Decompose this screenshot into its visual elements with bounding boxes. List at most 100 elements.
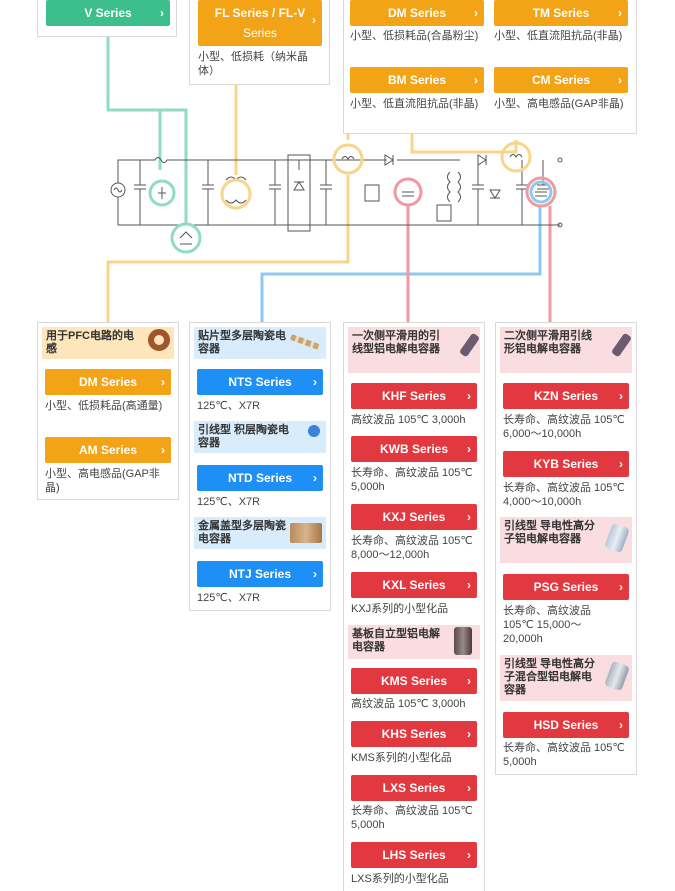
- hsd-series-button[interactable]: HSD Series›: [503, 712, 629, 738]
- primary-header-1: 一次侧平滑用的引线型铝电解电容器: [348, 327, 481, 373]
- chevron-right-icon: ›: [467, 674, 471, 688]
- kwb-series-button[interactable]: KWB Series›: [351, 436, 477, 462]
- lxs-series-button[interactable]: LXS Series›: [351, 775, 477, 801]
- kms-series-button[interactable]: KMS Series ›: [351, 668, 477, 694]
- fl-series-label-1: FL Series / FL-V: [214, 6, 306, 20]
- ceramic-header-3: 金属盖型多层陶瓷电容器: [194, 517, 326, 549]
- ntd-series-desc: 125℃、X7R: [197, 496, 261, 508]
- chevron-right-icon: ›: [313, 375, 317, 389]
- chevron-right-icon: ›: [467, 848, 471, 862]
- polymer-capacitor-icon: [604, 522, 630, 554]
- connector-orange-top: [410, 134, 518, 154]
- lhs-series-desc: LXS系列的小型化品: [351, 873, 449, 885]
- pfc-header-text: 用于PFC电路的电感: [46, 330, 134, 355]
- chevron-right-icon: ›: [313, 471, 317, 485]
- ntj-series-button[interactable]: NTJ Series ›: [197, 561, 323, 587]
- electrolytic-capacitor-icon: [610, 332, 633, 358]
- chip-capacitor-icon: [289, 334, 321, 350]
- pfc-am-series-button[interactable]: AM Series›: [45, 437, 171, 463]
- tm-series-button[interactable]: TM Series ›: [494, 0, 628, 26]
- kms-series-label: KMS Series: [380, 674, 448, 688]
- snap-in-capacitor-icon: [454, 627, 472, 655]
- kxl-series-label: KXL Series: [382, 578, 446, 592]
- dm-series-button[interactable]: DM Series ›: [350, 0, 484, 26]
- ceramic-header-1-text: 贴片型多层陶瓷电容器: [198, 330, 286, 355]
- secondary-header-3-text: 引线型 导电性高分子混合型铝电解电容器: [504, 658, 596, 696]
- primary-header-2-text: 基板自立型铝电解电容器: [352, 628, 440, 653]
- primary-header-2: 基板自立型铝电解电容器: [348, 625, 480, 659]
- chevron-right-icon: ›: [467, 442, 471, 456]
- bm-series-button[interactable]: BM Series›: [350, 67, 484, 93]
- secondary-header-1: 二次侧平滑用引线形铝电解电容器: [500, 327, 633, 373]
- ntj-series-label: NTJ Series: [228, 567, 292, 581]
- kzn-series-button[interactable]: KZN Series›: [503, 383, 629, 409]
- pfc-dm-series-button[interactable]: DM Series›: [45, 369, 171, 395]
- secondary-panel: 二次侧平滑用引线形铝电解电容器 KZN Series› 长寿命、高纹波品 105…: [495, 322, 637, 775]
- secondary-header-2-text: 引线型 导电性高分子铝电解电容器: [504, 520, 596, 545]
- kms-series-desc: 高纹波品 105℃ 3,000h: [351, 698, 466, 710]
- fl-series-panel: FL Series / FL-V Series › 小型、低损耗（纳米晶体）: [189, 0, 330, 85]
- psg-series-button[interactable]: PSG Series ›: [503, 574, 629, 600]
- kxj-series-button[interactable]: KXJ Series›: [351, 504, 477, 530]
- chevron-right-icon: ›: [467, 389, 471, 403]
- kzn-series-desc: 长寿命、高纹波品 105℃ 6,000～10,000h: [503, 414, 625, 440]
- kxl-series-button[interactable]: KXL Series›: [351, 572, 477, 598]
- secondary-header-2: 引线型 导电性高分子铝电解电容器: [500, 517, 632, 563]
- chevron-right-icon: ›: [467, 727, 471, 741]
- cm-series-desc: 小型、高电感品(GAP非晶): [494, 98, 624, 110]
- psg-series-desc: 长寿命、高纹波品 105℃ 15,000～20,000h: [503, 605, 591, 645]
- fl-series-label-2: Series: [242, 26, 277, 40]
- toroid-inductor-icon: [148, 329, 170, 351]
- highlight-circle-orange-3: [500, 141, 532, 173]
- khs-series-button[interactable]: KHS Series›: [351, 721, 477, 747]
- ceramic-header-2-text: 引线型 积层陶瓷电容器: [198, 424, 290, 449]
- psg-series-label: PSG Series: [533, 580, 599, 594]
- hsd-series-label: HSD Series: [533, 718, 599, 732]
- highlight-circle-green-1: [148, 179, 176, 207]
- chevron-right-icon: ›: [467, 781, 471, 795]
- highlight-circle-green-2: [170, 222, 202, 254]
- connector-blue-ceramic: [260, 206, 542, 322]
- primary-panel: 一次侧平滑用的引线型铝电解电容器 KHF Series› 高纹波品 105℃ 3…: [343, 322, 485, 891]
- fl-series-button[interactable]: FL Series / FL-V Series ›: [198, 0, 322, 46]
- lhs-series-button[interactable]: LHS Series›: [351, 842, 477, 868]
- pfc-am-series-desc: 小型、高电感品(GAP非晶): [45, 468, 160, 494]
- cm-series-button[interactable]: CM Series›: [494, 67, 628, 93]
- highlight-circle-orange-1: [220, 178, 252, 210]
- chevron-right-icon: ›: [467, 510, 471, 524]
- chevron-right-icon: ›: [161, 443, 165, 457]
- bm-series-label: BM Series: [387, 73, 447, 87]
- chevron-right-icon: ›: [313, 567, 317, 581]
- chevron-right-icon: ›: [618, 6, 622, 20]
- nts-series-button[interactable]: NTS Series›: [197, 369, 323, 395]
- kzn-series-label: KZN Series: [533, 389, 599, 403]
- chevron-right-icon: ›: [474, 6, 478, 20]
- fl-series-desc: 小型、低损耗（纳米晶体）: [198, 51, 308, 77]
- ceramic-header-2: 引线型 积层陶瓷电容器: [194, 421, 326, 453]
- chevron-right-icon: ›: [618, 73, 622, 87]
- v-series-label: V Series: [84, 6, 132, 20]
- chevron-right-icon: ›: [619, 580, 623, 594]
- pfc-panel: 用于PFC电路的电感 DM Series› 小型、低损耗品(高通量) AM Se…: [37, 322, 179, 500]
- ceramic-header-1: 贴片型多层陶瓷电容器: [194, 327, 326, 359]
- ntd-series-button[interactable]: NTD Series›: [197, 465, 323, 491]
- khf-series-button[interactable]: KHF Series›: [351, 383, 477, 409]
- lxs-series-desc: 长寿命、高纹波品 105℃ 5,000h: [351, 805, 473, 831]
- chevron-right-icon: ›: [160, 6, 164, 20]
- secondary-header-1-text: 二次侧平滑用引线形铝电解电容器: [504, 330, 592, 355]
- kyb-series-button[interactable]: KYB Series›: [503, 451, 629, 477]
- v-series-button[interactable]: V Series ›: [46, 0, 170, 26]
- dm-tm-panel: DM Series› 小型、低损耗品(合晶粉尘) TM Series› 小型、低…: [343, 0, 637, 134]
- bm-series-desc: 小型、低直流阻抗品(非晶): [350, 98, 479, 110]
- kyb-series-desc: 长寿命、高纹波品 105℃ 4,000～10,000h: [503, 482, 625, 508]
- dm-series-label: DM Series: [387, 6, 447, 20]
- khs-series-desc: KMS系列的小型化品: [351, 752, 452, 764]
- ntj-series-desc: 125℃、X7R: [197, 592, 261, 604]
- connector-orange-pfc: [106, 175, 350, 322]
- chevron-right-icon: ›: [161, 375, 165, 389]
- kwb-series-desc: 长寿命、高纹波品 105℃ 5,000h: [351, 467, 473, 493]
- pfc-header: 用于PFC电路的电感: [42, 327, 174, 359]
- highlight-circle-red-2: [525, 176, 557, 208]
- tm-series-label: TM Series: [532, 6, 590, 20]
